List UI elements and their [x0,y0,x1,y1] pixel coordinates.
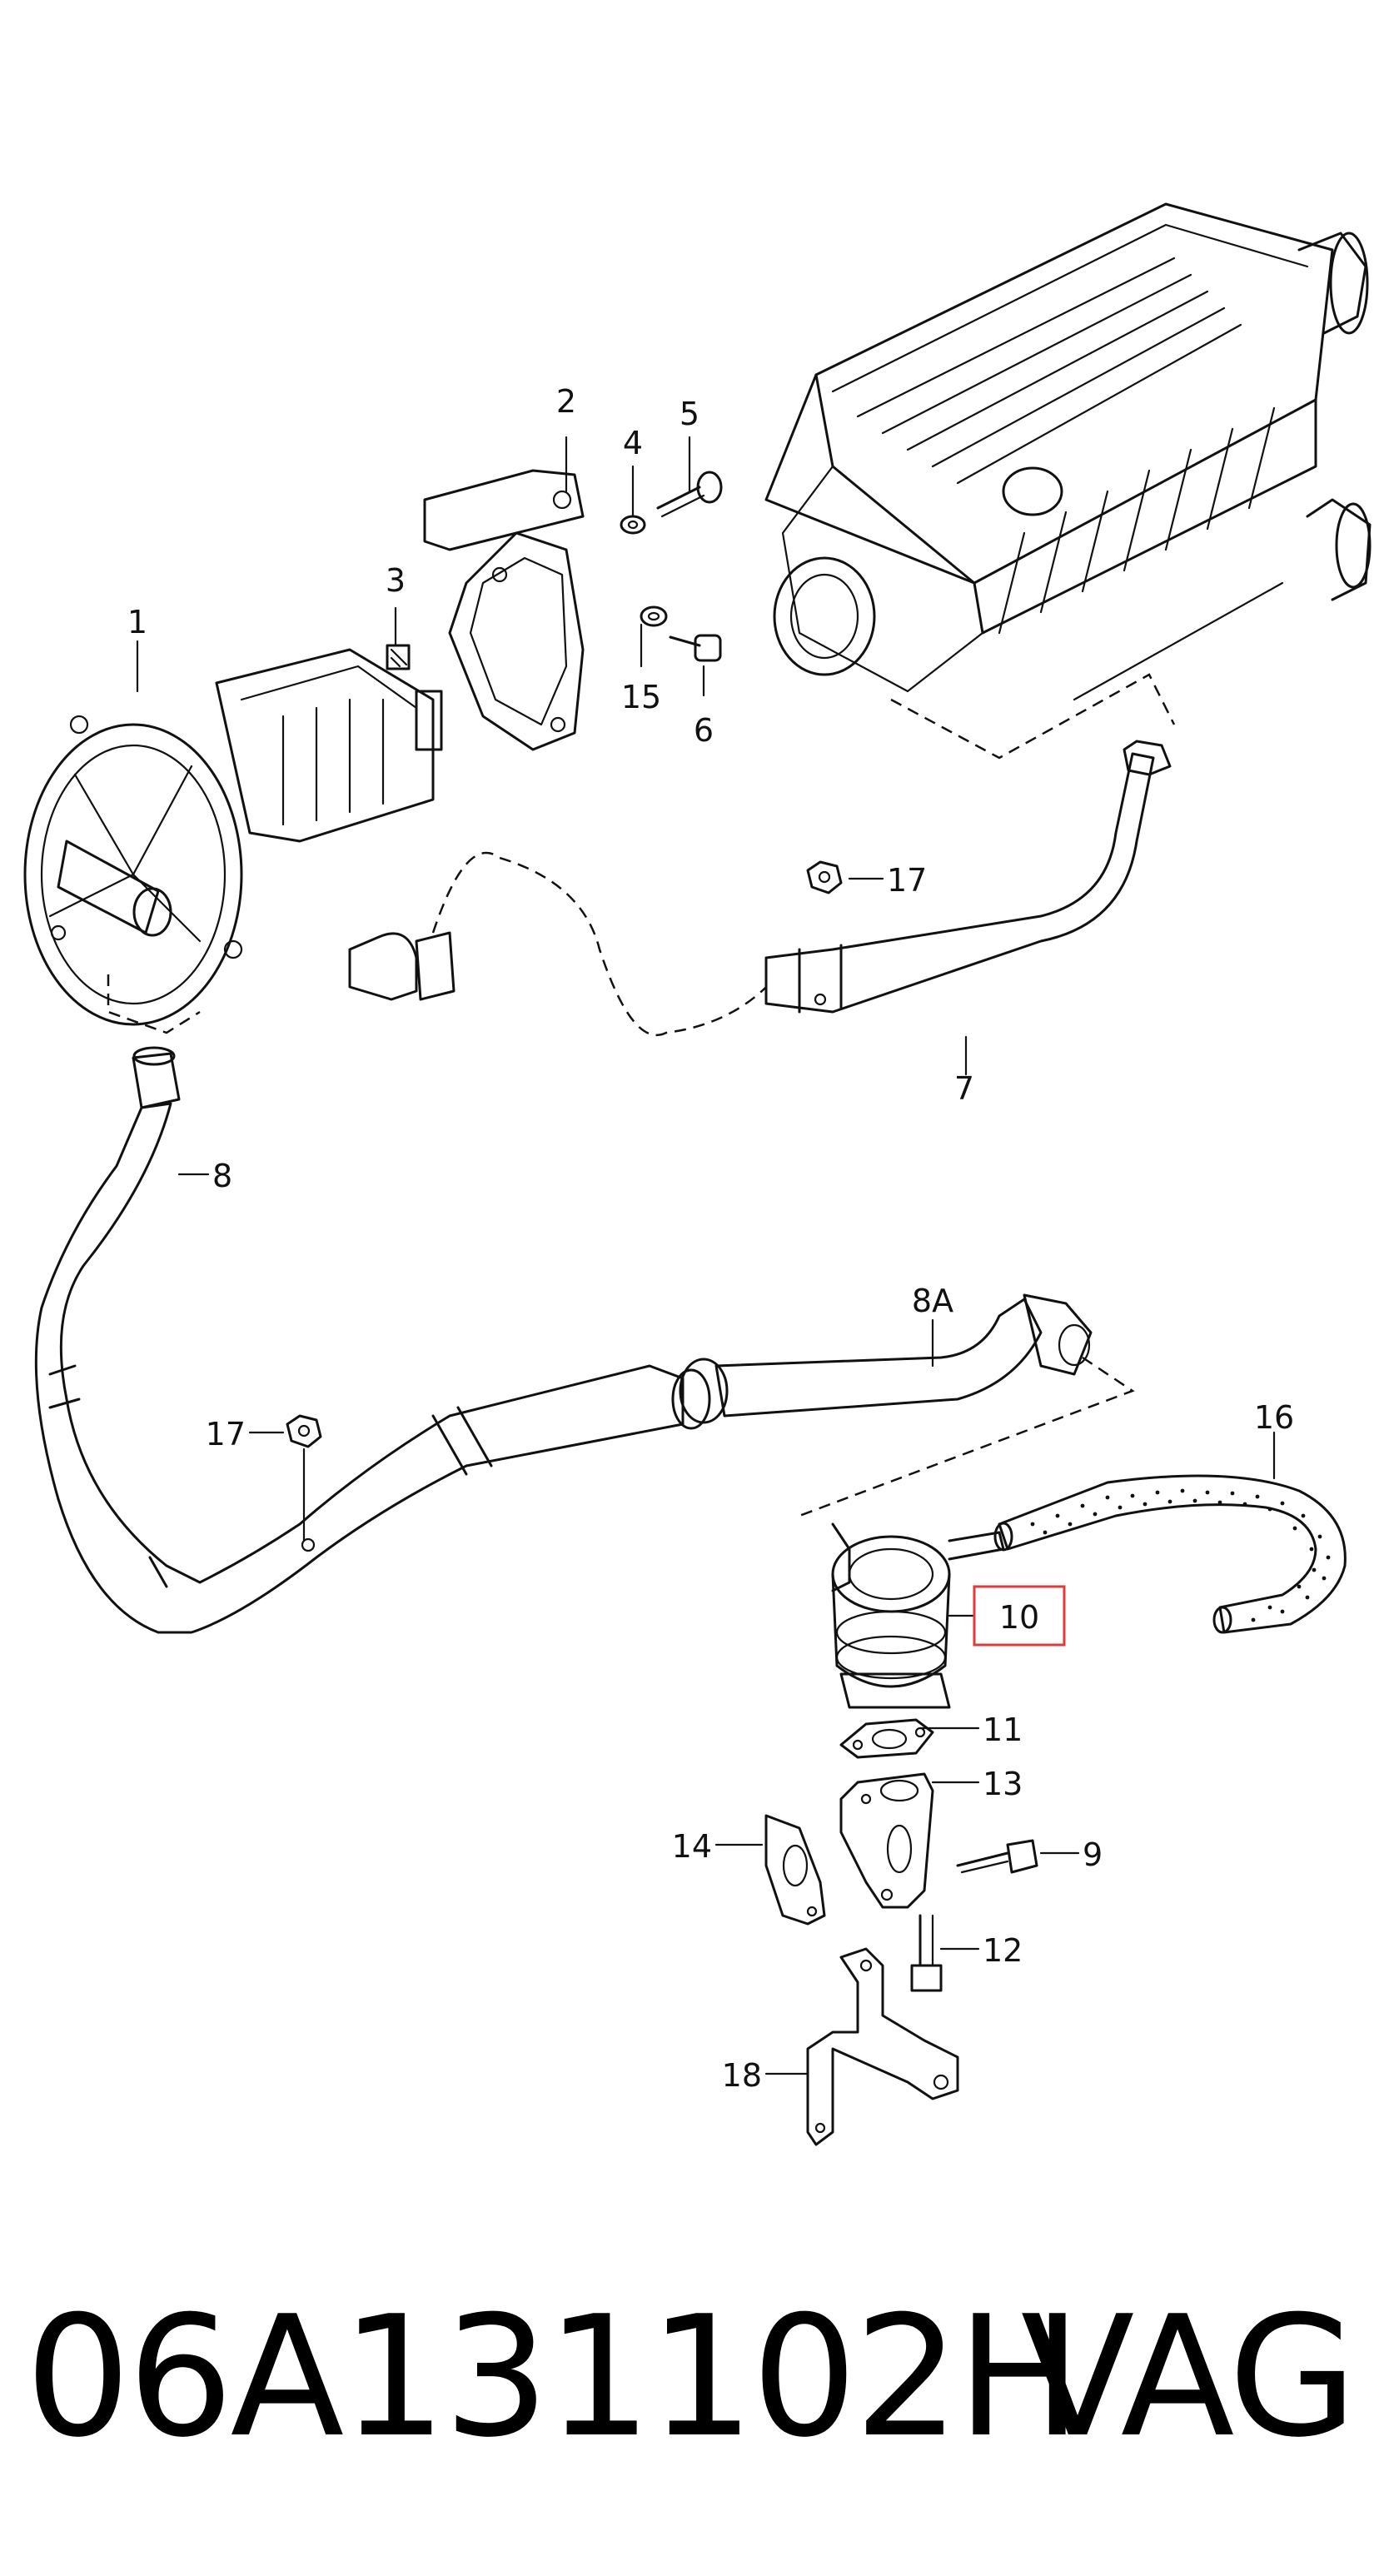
callout-17-lower: 17 [206,1416,246,1452]
callout-14: 14 [672,1828,712,1865]
callout-1: 1 [127,604,147,640]
callout-17-upper: 17 [887,862,927,899]
callout-6: 6 [694,712,714,749]
combination-valve-10 [831,1522,1005,1709]
stud-3 [386,644,411,670]
callout-15: 15 [621,679,661,715]
callout-8: 8 [212,1158,232,1194]
pump-bracket [423,469,585,751]
bolt-12 [910,1914,943,1992]
callout-12: 12 [983,1932,1023,1969]
nut-17-upper [806,860,843,894]
washer-4 [620,515,646,535]
callout-3: 3 [386,562,406,599]
callout-11: 11 [983,1712,1023,1748]
callout-8a: 8A [912,1283,953,1319]
secondary-air-pump [23,648,443,1034]
brand-label: VAG [1020,2280,1357,2474]
callout-5: 5 [680,396,699,432]
hose-16 [993,1474,1347,1634]
guide-line [890,673,1176,760]
bolt-5 [656,471,723,518]
highlight-box [973,1585,1066,1647]
washer-15 [640,605,668,627]
bracket-18 [806,1947,959,2146]
hose-7 [348,740,1172,1037]
gasket-14 [764,1814,826,1926]
nut-17-lower [286,1414,322,1448]
callout-4: 4 [623,425,643,461]
part-number: 06A131102H [25,2280,1082,2474]
leader-lines [136,436,1276,2075]
callout-16: 16 [1254,1399,1294,1436]
flange-13 [839,1772,934,1909]
bolt-9 [956,1839,1038,1874]
callout-13: 13 [983,1766,1023,1802]
hose-8 [34,1046,711,1634]
gasket-11 [839,1718,934,1759]
parts-diagram: 1 2 3 4 5 6 7 8 8A 9 10 11 12 13 14 15 1… [23,202,1372,2146]
callout-10: 10 [999,1599,1039,1636]
hose-8a [679,1293,1135,1517]
callout-7: 7 [954,1070,974,1107]
callout-18: 18 [722,2057,762,2094]
callout-9: 9 [1083,1836,1103,1873]
bolt-6 [669,634,722,662]
air-filter-housing [764,202,1372,701]
callout-2: 2 [556,383,576,420]
